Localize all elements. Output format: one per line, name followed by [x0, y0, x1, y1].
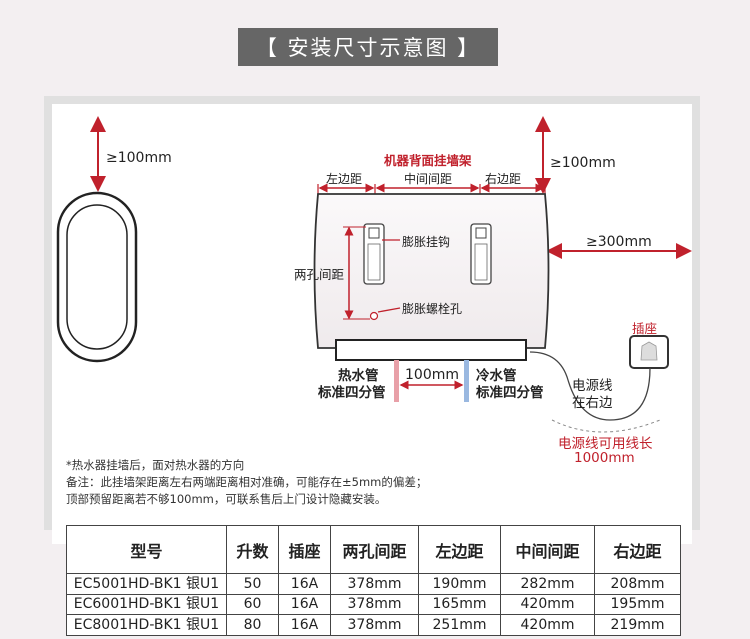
cell-capacity: 80 [226, 614, 279, 636]
spec-table: 型号 升数 插座 两孔间距 左边距 中间间距 右边距 EC5001HD-BK1 … [66, 524, 681, 636]
hole-distance-label: 两孔间距 [294, 267, 345, 282]
header-socket: 插座 [278, 524, 331, 575]
cell-model: EC8001HD-BK1 银U1 [66, 614, 227, 636]
table-row: EC5001HD-BK1 银U1 50 16A 378mm 190mm 282m… [66, 573, 681, 595]
bracket-right [470, 223, 492, 285]
cell-capacity: 60 [226, 593, 279, 616]
note-line-1: *热水器挂墙后，面对热水器的方向 [66, 458, 245, 472]
side-gap-label: ≥300mm [586, 234, 652, 250]
note-line-2: 备注：此挂墙架距离左右两端距离相对准确，可能存在±5mm的偏差； [66, 475, 428, 489]
table-row: EC6001HD-BK1 银U1 60 16A 378mm 165mm 420m… [66, 593, 681, 616]
wall-frame [44, 96, 700, 530]
cold-pipe-label: 冷水管 [476, 368, 517, 384]
cell-socket: 16A [278, 573, 331, 595]
bolt-hole [369, 311, 379, 321]
pipe-spacing-label: 100mm [405, 367, 459, 383]
cell-model: EC5001HD-BK1 银U1 [66, 573, 227, 595]
cell-left-dist: 165mm [418, 593, 501, 616]
cell-middle-dist: 420mm [500, 614, 595, 636]
cell-model: EC6001HD-BK1 银U1 [66, 593, 227, 616]
bottom-panel [335, 339, 527, 361]
cell-right-dist: 195mm [594, 593, 681, 616]
power-cord [529, 351, 651, 421]
header-middle-dist: 中间间距 [500, 524, 595, 575]
bracket-left [363, 223, 385, 285]
power-cord-label: 电源线 [572, 378, 613, 394]
mirror-outer [56, 191, 138, 363]
table-row: EC8001HD-BK1 银U1 80 16A 378mm 251mm 420m… [66, 614, 681, 636]
mirror-inner [66, 204, 128, 350]
hot-pipe-std-label: 标准四分管 [318, 385, 386, 401]
header-model: 型号 [66, 524, 227, 575]
cell-hole-distance: 378mm [330, 593, 419, 616]
table-header-row: 型号 升数 插座 两孔间距 左边距 中间间距 右边距 [66, 524, 681, 575]
bracket-title: 机器背面挂墙架 [384, 153, 472, 168]
cold-pipe-std-label: 标准四分管 [476, 385, 544, 401]
cell-socket: 16A [278, 593, 331, 616]
cell-right-dist: 208mm [594, 573, 681, 595]
page-title: 【 安装尺寸示意图 】 [238, 28, 498, 66]
cord-length-value: 1000mm [574, 450, 635, 466]
cell-middle-dist: 282mm [500, 573, 595, 595]
hot-pipe-label: 热水管 [338, 368, 379, 384]
top-gap-left-label: ≥100mm [106, 150, 172, 166]
cell-right-dist: 219mm [594, 614, 681, 636]
top-gap-right-label: ≥100mm [550, 155, 616, 171]
cell-left-dist: 190mm [418, 573, 501, 595]
header-right-dist: 右边距 [594, 524, 681, 575]
cord-length-label: 电源线可用线长 [558, 436, 653, 452]
cold-pipe [464, 360, 469, 402]
cell-middle-dist: 420mm [500, 593, 595, 616]
expansion-bolt-label: 膨胀螺栓孔 [402, 302, 463, 316]
right-dist-label: 右边距 [485, 172, 522, 186]
cell-left-dist: 251mm [418, 614, 501, 636]
power-cord-side-label: 在右边 [572, 395, 613, 411]
socket-label: 插座 [632, 321, 658, 336]
hot-pipe [394, 360, 399, 402]
header-capacity: 升数 [226, 524, 279, 575]
cell-hole-distance: 378mm [330, 614, 419, 636]
left-dist-label: 左边距 [326, 172, 363, 186]
cell-capacity: 50 [226, 573, 279, 595]
cell-socket: 16A [278, 614, 331, 636]
cell-hole-distance: 378mm [330, 573, 419, 595]
note-line-3: 顶部预留距离若不够100mm，可联系售后上门设计隐藏安装。 [66, 492, 387, 506]
header-left-dist: 左边距 [418, 524, 501, 575]
middle-dist-label: 中间间距 [404, 172, 453, 186]
header-hole-distance: 两孔间距 [330, 524, 419, 575]
expansion-hook-label: 膨胀挂钩 [402, 235, 451, 249]
